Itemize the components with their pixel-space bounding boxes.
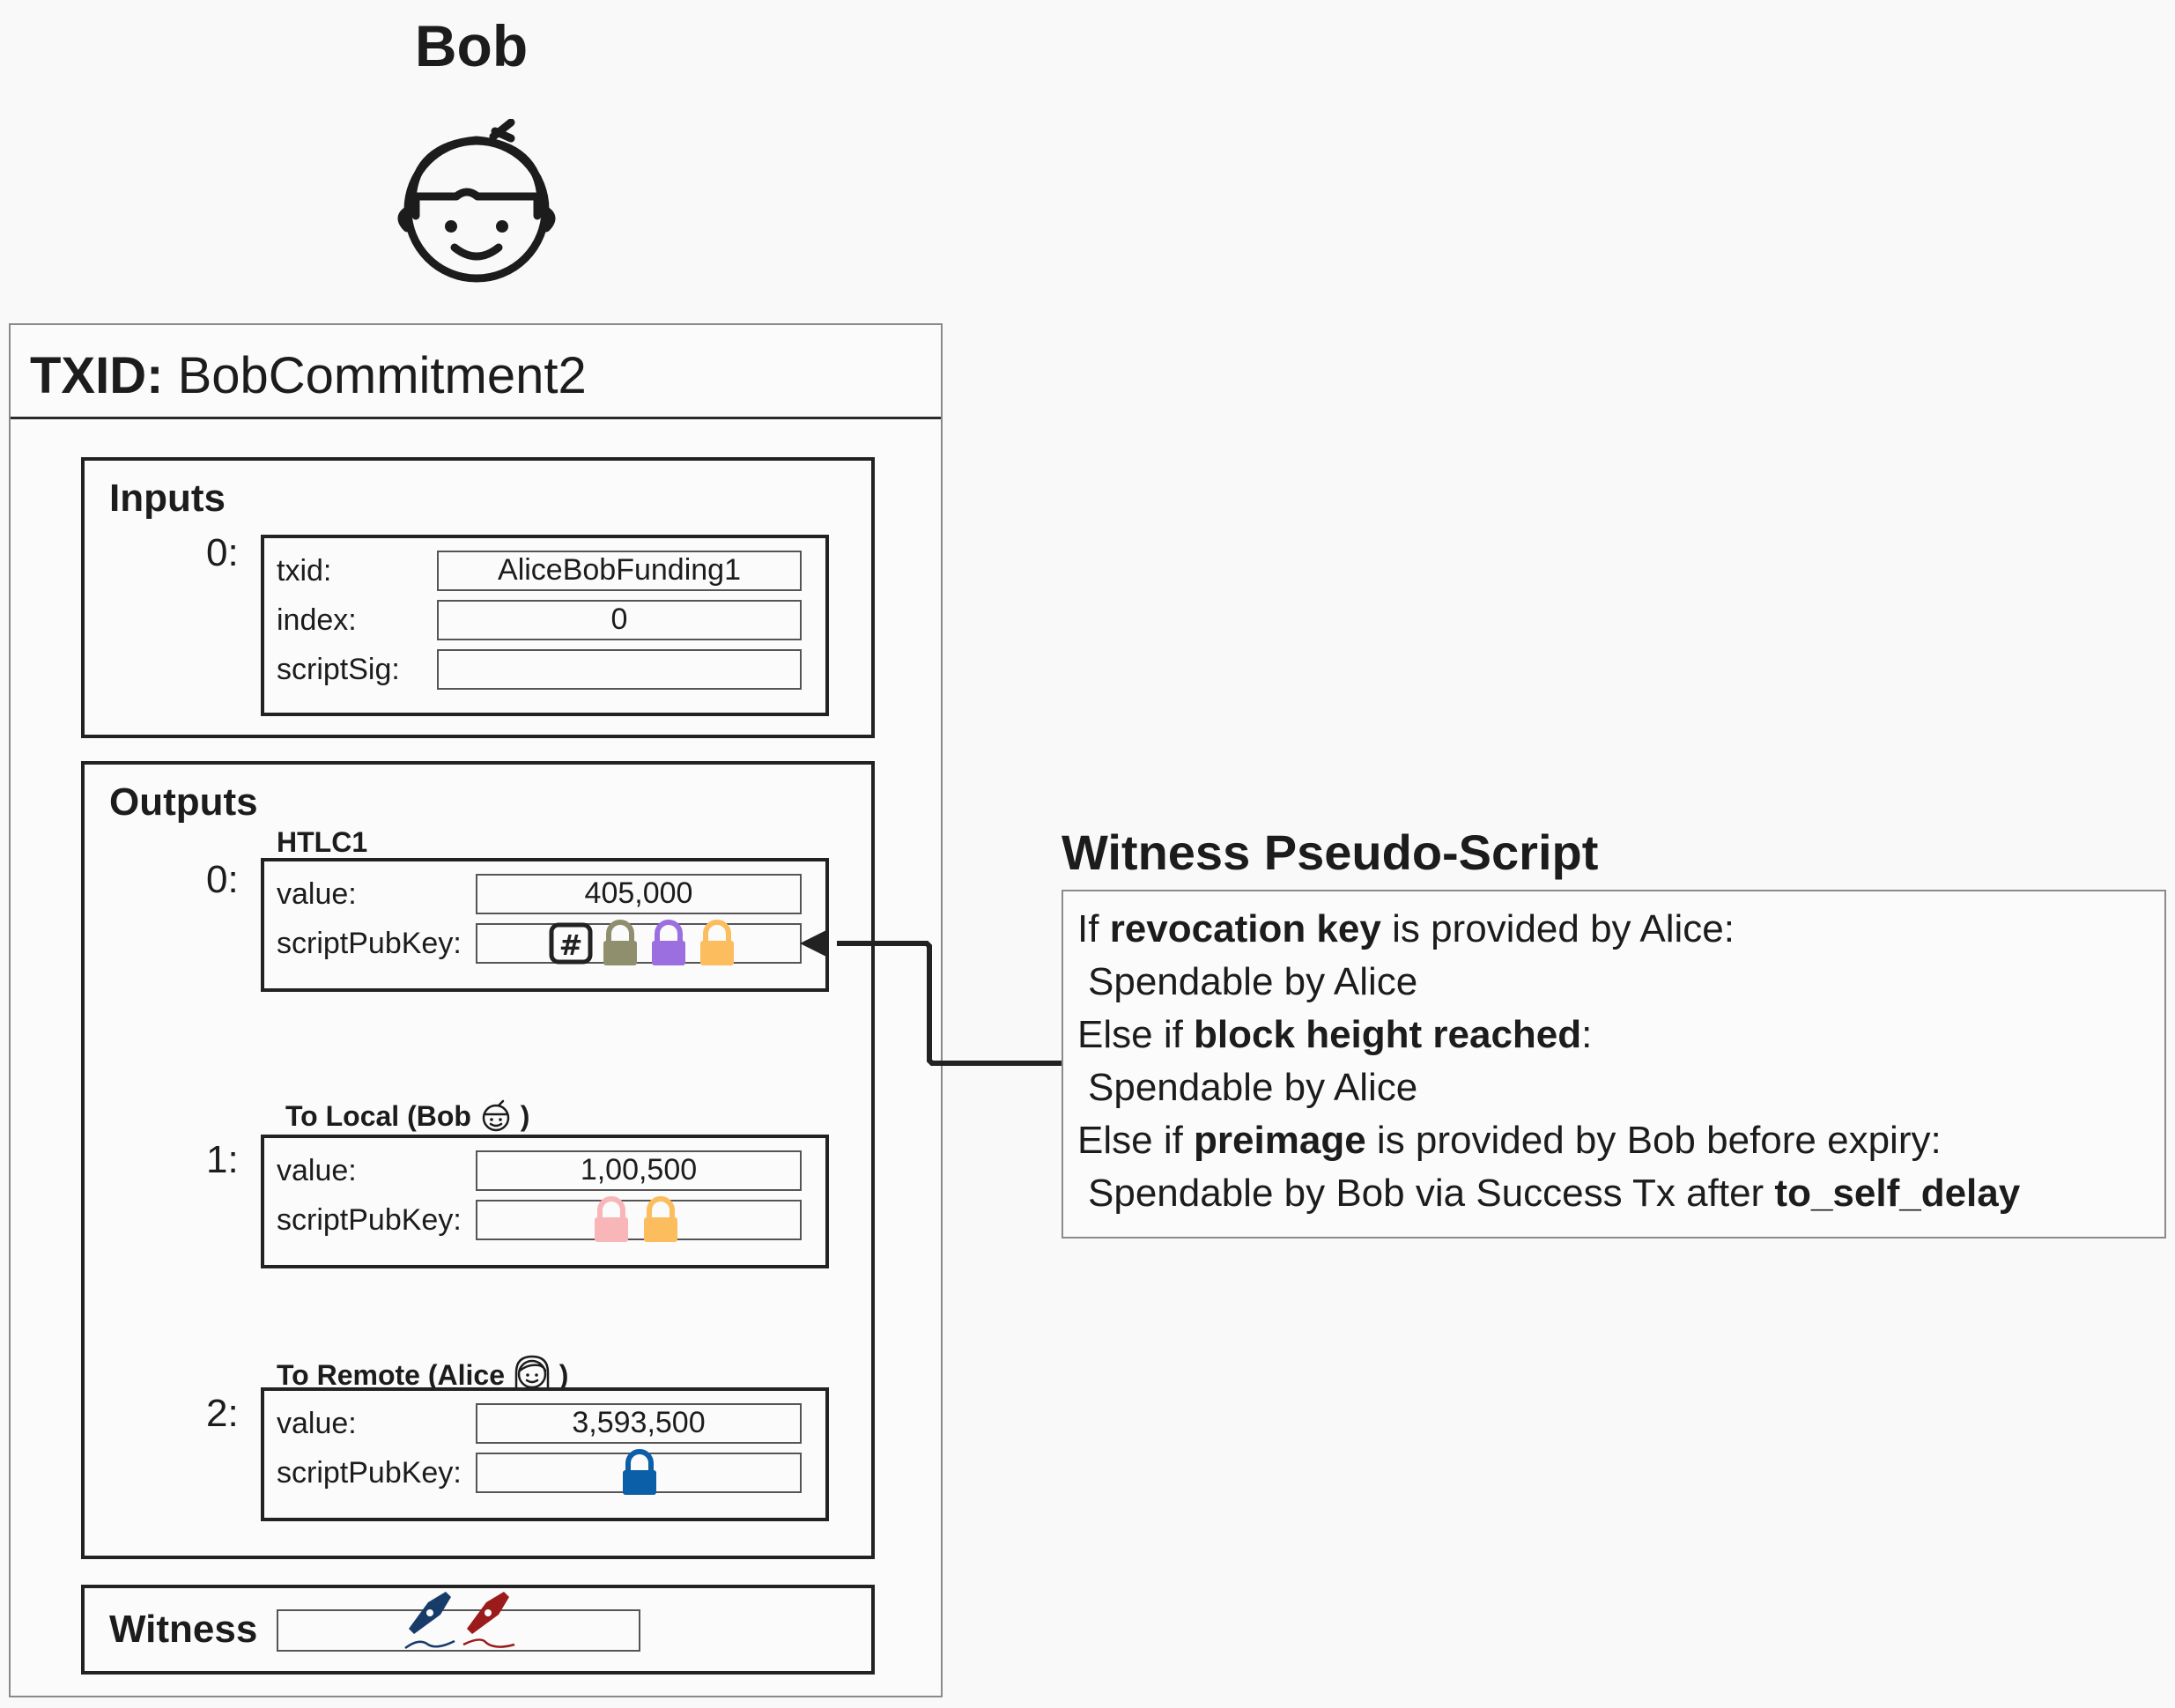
red-pen-signature-icon	[462, 1592, 515, 1648]
output-2-value-field: 3,593,500	[476, 1403, 802, 1444]
output-2-name: To Remote (Alice )	[277, 1353, 568, 1392]
output-0-value-field: 405,000	[476, 874, 802, 914]
orange-lock-icon	[644, 1196, 677, 1242]
txid-heading: TXID: BobCommitment2	[30, 346, 587, 405]
witness-title: Witness	[109, 1608, 258, 1651]
outputs-section: Outputs HTLC1 0: value: 405,000 scriptPu…	[81, 761, 875, 1559]
inputs-section: Inputs 0: txid: AliceBobFunding1 index: …	[81, 457, 875, 738]
output-2-scriptpubkey-field	[476, 1449, 802, 1495]
output-1-locks	[595, 1196, 677, 1242]
bob-small-avatar-icon	[482, 1099, 510, 1132]
transaction-panel: TXID: BobCommitment2 Inputs 0: txid: Ali…	[9, 323, 943, 1697]
script-line-3: Else if block height reached:	[1077, 1013, 1593, 1056]
input-index: 0:	[206, 531, 239, 574]
output-1-name: To Local (Bob )	[285, 1099, 529, 1133]
person-name: Bob	[414, 13, 529, 78]
purple-lock-icon	[652, 920, 685, 965]
script-line-6: Spendable by Bob via Success Tx after to…	[1088, 1172, 2021, 1215]
orange-lock-icon	[700, 920, 734, 965]
output-2-name-suffix: )	[559, 1359, 569, 1391]
witness-section: Witness	[81, 1585, 875, 1675]
output-0-value-label: value:	[277, 877, 357, 911]
output-2-box: value: 3,593,500 scriptPubKey:	[261, 1387, 829, 1521]
transaction-header: TXID: BobCommitment2	[11, 325, 941, 419]
svg-text:#: #	[559, 928, 583, 962]
script-line-5: Else if preimage is provided by Bob befo…	[1077, 1119, 1942, 1162]
witness-script-title: Witness Pseudo-Script	[1062, 824, 1599, 880]
output-2-value-label: value:	[277, 1407, 357, 1440]
script-line-4: Spendable by Alice	[1088, 1066, 1418, 1109]
input-scriptsig-field	[437, 649, 802, 690]
output-0-locks: #	[549, 920, 734, 965]
output-1-box: value: 1,00,500 scriptPubKey:	[261, 1135, 829, 1268]
output-0-index: 0:	[206, 858, 239, 901]
output-1-value-label: value:	[277, 1154, 357, 1187]
inputs-title: Inputs	[109, 477, 226, 520]
output-2-index: 2:	[206, 1392, 239, 1435]
script-line-1: If revocation key is provided by Alice:	[1077, 907, 1735, 950]
output-0-scriptpubkey-field: #	[476, 920, 802, 965]
witness-signatures	[404, 1592, 515, 1650]
output-1-index: 1:	[206, 1138, 239, 1181]
output-1-value-field: 1,00,500	[476, 1150, 802, 1191]
blue-lock-icon	[623, 1449, 656, 1495]
script-line-2: Spendable by Alice	[1088, 960, 1418, 1003]
txid-value: BobCommitment2	[177, 347, 587, 404]
witness-script-box: If revocation key is provided by Alice: …	[1062, 890, 2166, 1238]
output-1-name-suffix: )	[520, 1100, 530, 1132]
hash-icon: #	[549, 922, 593, 965]
input-txid-field: AliceBobFunding1	[437, 551, 802, 591]
input-index-label: index:	[277, 603, 357, 637]
input-box: txid: AliceBobFunding1 index: 0 scriptSi…	[261, 535, 829, 716]
blue-pen-signature-icon	[404, 1592, 455, 1650]
output-2-name-prefix: To Remote (Alice	[277, 1359, 505, 1391]
txid-label: TXID:	[30, 347, 164, 404]
output-1-name-prefix: To Local (Bob	[285, 1100, 471, 1132]
output-0-name: HTLC1	[277, 826, 368, 858]
output-0-box: value: 405,000 scriptPubKey: #	[261, 858, 829, 992]
bob-avatar-icon	[397, 119, 556, 283]
outputs-title: Outputs	[109, 780, 258, 824]
input-scriptsig-label: scriptSig:	[277, 653, 400, 686]
input-index-field: 0	[437, 600, 802, 640]
olive-lock-icon	[603, 920, 637, 965]
connector-arrow	[800, 930, 1062, 1066]
pink-lock-icon	[595, 1196, 628, 1242]
output-0-scriptpubkey-label: scriptPubKey:	[277, 927, 462, 960]
output-1-scriptpubkey-field	[476, 1196, 802, 1242]
output-2-locks	[623, 1449, 656, 1495]
output-1-scriptpubkey-label: scriptPubKey:	[277, 1203, 462, 1237]
alice-small-avatar-icon	[514, 1355, 550, 1390]
witness-field	[277, 1592, 640, 1652]
output-2-scriptpubkey-label: scriptPubKey:	[277, 1456, 462, 1490]
input-txid-label: txid:	[277, 554, 332, 588]
